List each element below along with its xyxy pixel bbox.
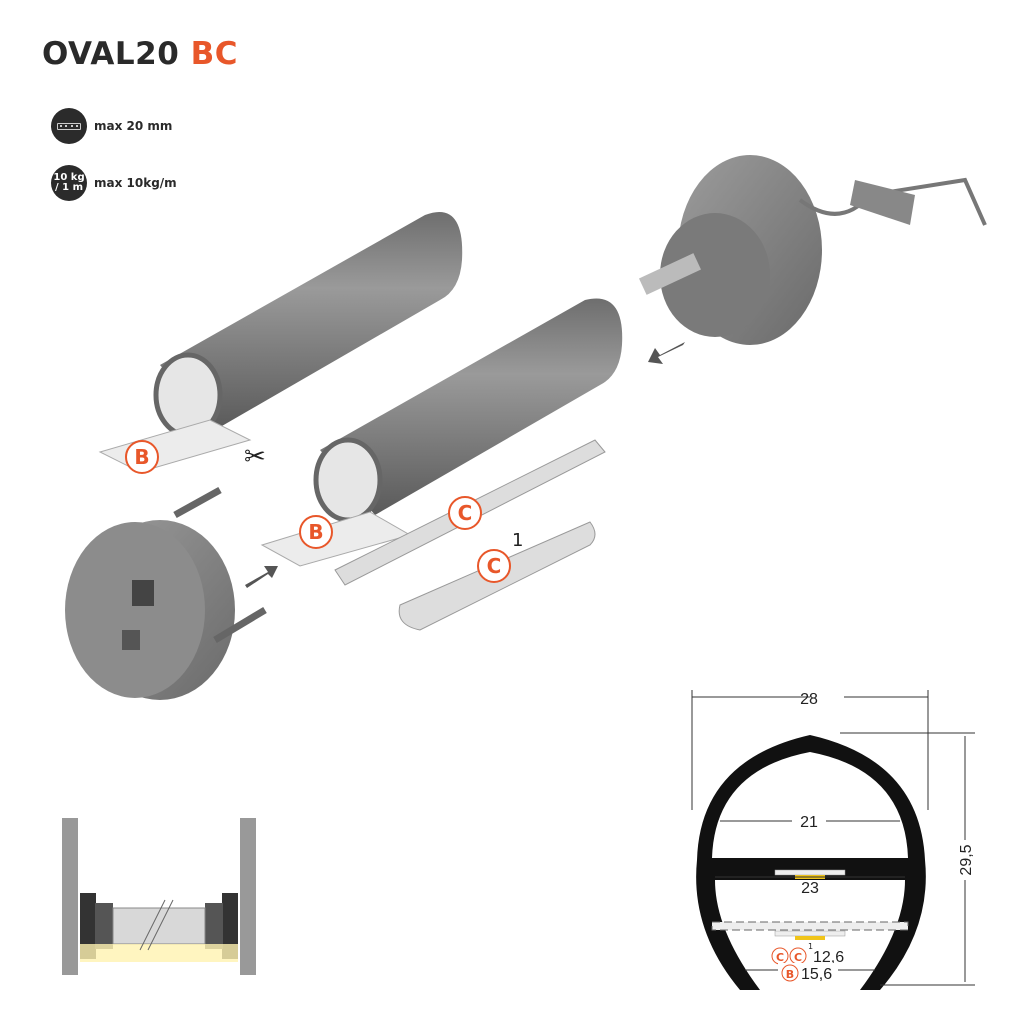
- callout-label: C: [458, 501, 473, 525]
- spec-max-width: max 20 mm: [51, 108, 172, 144]
- profile-cross-section: 28 29,5 21 23 C C 1 12,6 B 15,6: [691, 688, 975, 990]
- dimension-middle-inner: 23: [801, 880, 819, 897]
- profile-tube-lower: [260, 298, 623, 567]
- badge-line: 10 kg: [53, 172, 85, 183]
- arrow-icon: [245, 342, 685, 588]
- callout-c: C: [794, 951, 802, 964]
- spec-label: max 10kg/m: [94, 176, 177, 190]
- wall-mount-flange: [639, 155, 987, 345]
- callout-superscript: 1: [512, 530, 523, 551]
- dimension-height: 29,5: [958, 844, 975, 875]
- installation-sketch: [62, 818, 256, 975]
- spec-max-load: 10 kg/ 1 m max 10kg/m: [51, 165, 177, 201]
- callout-label: B: [308, 520, 323, 544]
- callout-label: C: [487, 554, 502, 578]
- callout-b: B: [786, 968, 794, 981]
- callout-b-lower: B: [299, 515, 333, 549]
- dimension-width: 28: [800, 691, 818, 708]
- badge-line: / 1 m: [55, 182, 83, 193]
- callout-c: C: [776, 951, 784, 964]
- led-strip-icon: [51, 108, 87, 144]
- callout-b-upper: B: [125, 440, 159, 474]
- callout-label: B: [134, 445, 149, 469]
- dimension-c-width: 12,6: [813, 949, 844, 966]
- dimension-superscript: 1: [808, 942, 813, 951]
- product-variant: BC: [190, 36, 238, 72]
- callout-c-upper: C: [448, 496, 482, 530]
- dimension-upper-inner: 21: [800, 814, 818, 831]
- end-cap: [65, 486, 267, 700]
- product-name: OVAL20: [42, 36, 180, 72]
- spec-label: max 20 mm: [94, 119, 173, 133]
- callout-c-lower: C1: [477, 530, 523, 583]
- dimension-b-width: 15,6: [801, 966, 832, 983]
- weight-icon: 10 kg/ 1 m: [51, 165, 87, 201]
- scissors-icon: ✂: [244, 442, 266, 472]
- product-title: OVAL20 BC: [42, 36, 238, 72]
